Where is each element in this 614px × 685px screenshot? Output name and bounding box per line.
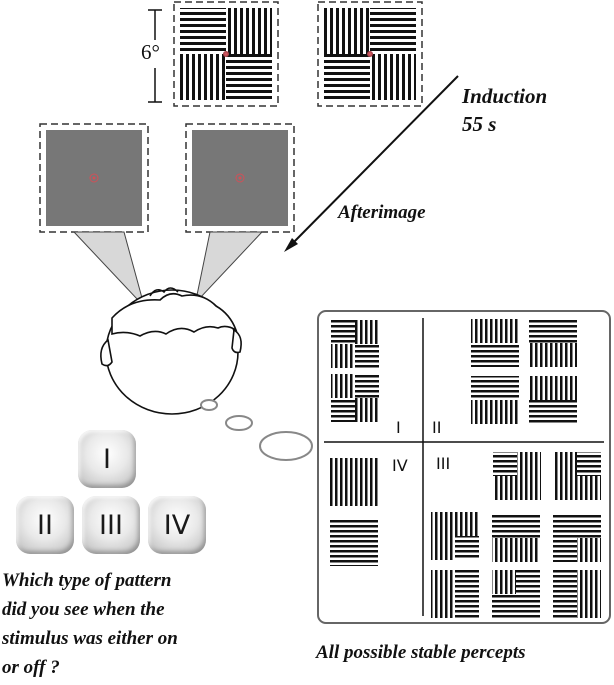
quadrant-label-ii: II	[432, 418, 442, 437]
duration-label: 55 s	[462, 112, 497, 136]
answer-key-ii[interactable]: II	[16, 496, 74, 554]
induction-stimulus-right	[317, 1, 423, 107]
question-line: stimulus was either on	[2, 628, 178, 649]
percept-ii-4	[529, 376, 577, 424]
answer-key-iii[interactable]: III	[82, 496, 140, 554]
afterimage-label: Afterimage	[338, 202, 426, 223]
size-marker	[140, 9, 170, 103]
answer-key-iv[interactable]: IV	[148, 496, 206, 554]
percept-iv-2	[330, 518, 378, 566]
percept-iii-6	[431, 570, 479, 618]
observer-head-icon	[100, 287, 242, 415]
question-line: Which type of pattern	[2, 570, 172, 591]
induction-arrow	[284, 75, 459, 252]
percept-iii-7	[492, 570, 540, 618]
induction-label: Induction	[462, 84, 548, 108]
induction-stimulus-left	[173, 1, 279, 107]
afterimage-screen-left	[39, 123, 149, 233]
percept-iii-2	[553, 452, 601, 500]
percepts-panel	[317, 310, 611, 624]
percept-iii-1	[493, 452, 541, 500]
percept-ii-3	[471, 376, 519, 424]
percept-iv-1	[330, 458, 378, 506]
percept-ii-1	[471, 319, 519, 367]
percepts-caption: All possible stable percepts	[316, 642, 526, 663]
size-label: 6°	[141, 40, 160, 64]
percept-i-1	[331, 320, 379, 368]
quadrant-label-iv: IV	[392, 456, 408, 475]
percept-iii-8	[553, 570, 601, 618]
answer-key-i[interactable]: I	[78, 430, 136, 488]
afterimage-screen-right	[185, 123, 295, 233]
question-line: did you see when the	[2, 599, 165, 620]
question-text: Which type of pattern did you see when t…	[2, 566, 178, 682]
percept-iii-4	[492, 514, 540, 562]
quadrant-label-i: I	[396, 418, 401, 437]
percept-i-2	[331, 374, 379, 422]
quadrant-label-iii: III	[436, 454, 451, 473]
percept-iii-3	[431, 512, 479, 560]
percept-ii-2	[529, 319, 577, 367]
thought-bubbles	[200, 399, 313, 461]
percept-iii-5	[553, 514, 601, 562]
question-line: or off ?	[2, 657, 60, 678]
